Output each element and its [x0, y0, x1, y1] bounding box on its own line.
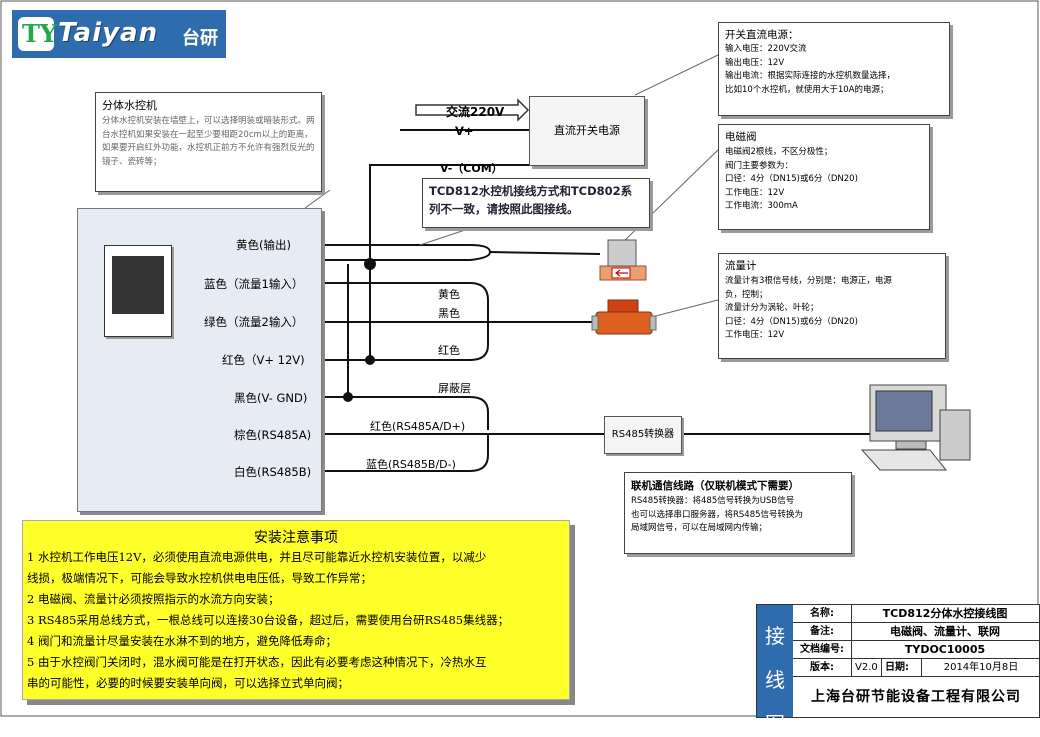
title-row-doc: 文档编号: TYDOC10005: [793, 641, 1039, 659]
flow-meter-icon: [591, 299, 657, 335]
wire-label-yellow: 黄色: [438, 288, 460, 301]
logo-cn: 台研: [182, 28, 218, 49]
vminus-label: V-（COM）: [440, 162, 503, 175]
terminal-black: 黑色(V- GND): [234, 391, 308, 405]
wire-label-rs485b: 蓝色(RS485B/D-): [366, 458, 456, 471]
flow-meter-info-note: 流量计 流量计有3根信号线，分别是：电源正，电源 负，控制； 流量计分为涡轮、叶…: [718, 253, 946, 359]
logo-brand: Taiyan: [58, 18, 159, 48]
vplus-label: V+: [455, 124, 474, 138]
title-row-version: 版本: V2.0 日期: 2014年10月8日: [793, 659, 1039, 677]
wire-label-rs485a: 红色(RS485A/D+): [370, 420, 466, 433]
company-logo: TY Taiyan 台研: [12, 10, 226, 58]
company-name: 上海台研节能设备工程有限公司: [811, 689, 1021, 705]
wire-label-black: 黑色: [438, 307, 460, 320]
terminal-green: 绿色（流量2输入）: [204, 315, 304, 329]
title-row-name: 名称: TCD812分体水控接线图: [793, 605, 1039, 623]
psu-info-note: 开关直流电源： 输入电压：220V交流 输出电压：12V 输出电流：根据实际连接…: [718, 22, 950, 116]
rs485-converter: RS485转换器: [604, 416, 682, 454]
controller-note-title: 分体水控机: [102, 99, 157, 112]
junction-dots: [315, 240, 376, 476]
ac-input-arrow: [415, 98, 530, 122]
callout-leaders: [304, 54, 719, 321]
computer-icon: [860, 384, 971, 471]
controller-screen: [104, 245, 172, 337]
wire-yellow-output: [320, 244, 601, 261]
logo-mark: TY: [18, 17, 57, 51]
title-row-remark: 备注: 电磁阀、流量计、联网: [793, 623, 1039, 641]
wiring-warning-note: TCD812水控机接线方式和TCD802系列不一致，请按照此图接线。: [422, 178, 650, 228]
terminal-red: 红色（V+ 12V): [222, 353, 305, 367]
terminal-white: 白色(RS485B): [234, 465, 312, 479]
wire-flow-bundle: [320, 282, 596, 361]
solenoid-valve-icon: [599, 239, 647, 281]
install-notes-title: 安装注意事项: [254, 530, 338, 546]
title-block: 接 线 图 名称: TCD812分体水控接线图 备注: 电磁阀、流量计、联网 文…: [756, 604, 1040, 736]
ac-label: 交流220V: [446, 105, 505, 119]
page-border: [0, 0, 1039, 717]
terminal-blue: 蓝色（流量1输入）: [204, 277, 304, 291]
wire-label-shield: 屏蔽层: [438, 382, 471, 395]
network-info-note: 联机通信线路（仅联机模式下需要） RS485转换器：将485信号转换为USB信号…: [624, 472, 852, 554]
power-lines: [347, 129, 529, 397]
terminal-yellow: 黄色(输出): [236, 238, 291, 252]
controller-note: 分体水控机 分体水控机安装在墙壁上，可以选择明装或暗装形式。两台水控机如果安装在…: [95, 92, 322, 192]
valve-info-note: 电磁阀 电磁阀2根线，不区分极性； 阀门主要参数为： 口径：4分（DN15)或6…: [718, 124, 930, 230]
wire-label-red: 红色: [438, 344, 460, 357]
install-notes: 安装注意事项 1 水控机工作电压12V，必须使用直流电源供电，并且尽可能靠近水控…: [22, 520, 570, 700]
terminal-brown: 棕色(RS485A): [234, 428, 312, 442]
wire-rs485: [320, 396, 870, 472]
controller-note-body: 分体水控机安装在墙壁上，可以选择明装或暗装形式。两台水控机如果安装在一起至少要相…: [102, 116, 315, 167]
dc-power-supply: 直流开关电源: [529, 96, 645, 166]
title-block-side: 接 线 图: [757, 605, 793, 736]
